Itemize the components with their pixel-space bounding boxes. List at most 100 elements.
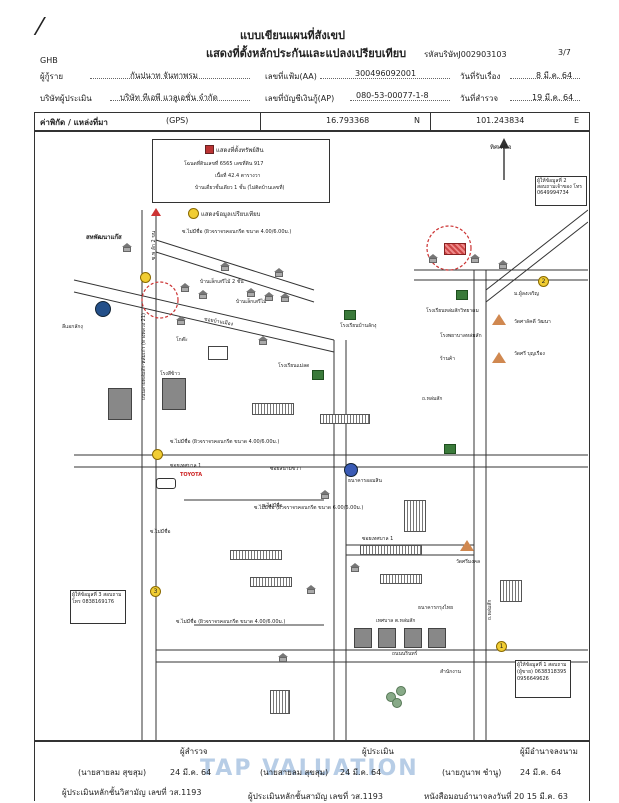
temple-icon <box>492 314 506 325</box>
legend-box <box>152 139 330 203</box>
page-number: 3/7 <box>558 48 571 57</box>
building <box>354 628 372 648</box>
sig2-name: (นายสายลม สุขสุม) <box>260 768 329 777</box>
legend-line-3: บ้านเดี่ยวชั้นเดียว 1 ชั้น (ไม่ติดบ้านเล… <box>195 185 285 191</box>
building-row <box>252 403 294 415</box>
bank-icon <box>344 463 358 477</box>
label-bank: ธนาคารออมสิน <box>348 478 382 484</box>
label-road-bottom: ถนนนรินทร์ <box>392 651 418 657</box>
company-name: บริษัท ทีเอพี แวลูเอชั่น จำกัด <box>120 93 218 102</box>
building-row <box>380 574 422 584</box>
building <box>208 346 228 360</box>
label-lomsak: ลีแอกลักงุ <box>62 324 83 330</box>
building-row <box>500 580 522 602</box>
house-icon <box>258 336 268 345</box>
house-icon <box>264 292 274 301</box>
subject-marker-icon <box>205 145 214 154</box>
house-icon <box>278 653 288 662</box>
label-road-mid-3: ซ.ไม่มีชื่อ (ผิวจราจรคอนกรีต ขนาด 4.00/6… <box>176 619 286 625</box>
label-road-mid: ซ.ไม่มีชื่อ (ผิวจราจรคอนกรีต ขนาด 4.00/6… <box>170 439 280 445</box>
sig2-date: 24 มี.ค. 64 <box>340 768 382 777</box>
receive-date: 8 มี.ค. 64 <box>536 71 573 80</box>
latitude: 16.793368 <box>326 116 370 125</box>
company-label: บริษัทผู้ประเมิน <box>40 94 92 103</box>
bank-code: GHB <box>40 56 58 65</box>
label-soi-nomai-2: ซ.ไม่มีชื่อ <box>150 529 171 535</box>
license-1: ผู้ประเมินหลักชั้นวิสามัญ เลขที่ วส.1193 <box>62 788 202 797</box>
label-bank-2: ธนาคารกรุงไทย <box>418 605 454 611</box>
building <box>404 628 422 648</box>
compare-text-2: ผู้ให้ข้อมูลที่ 2 สอบถามเจ้าของ โทร 0649… <box>537 178 582 196</box>
label-soi-nomai: ซ.ไม่มีชื่อ <box>262 503 283 509</box>
label-village-1: บ้านเล็กเสรีไม้ 2 ชั้น <box>200 279 244 285</box>
label-soi-satsanam: ซอยสนามขวา <box>270 466 301 472</box>
building-row <box>320 414 370 424</box>
coords-row <box>34 112 590 132</box>
title-line-2: แสดงที่ตั้งหลักประกันและแปลงเปรียบเทียบ <box>206 47 407 60</box>
building <box>378 628 396 648</box>
compare-info-1 <box>515 660 571 698</box>
label-sub-right: สำนักงาน <box>440 669 461 675</box>
label-hospital: โรงพยาบาลหล่มสัก <box>440 333 482 339</box>
label-school-1: โรงเรียนบ้านลักงุ <box>340 323 377 329</box>
building <box>428 628 446 648</box>
label-road-soi2: ซอยเทศบาล 1 <box>362 536 394 542</box>
house-icon <box>122 243 132 252</box>
compare-text-3: ผู้ให้ข้อมูลที่ 3 สอบถาม โทร 0838169176 <box>72 592 122 605</box>
building-row <box>250 577 292 587</box>
building-row <box>270 690 290 714</box>
building <box>162 378 186 410</box>
label-store: ร้านค้า <box>440 356 456 362</box>
building-row <box>230 550 282 560</box>
label-temple-4: วัดศรีมงคล <box>456 559 481 565</box>
building-row <box>404 500 426 532</box>
applicant-label: ผู้กู้ราย <box>40 72 64 81</box>
tree-icon <box>386 692 396 702</box>
license-2: ผู้ประเมินหลักชั้นสามัญ เลขที่ วส.1193 <box>248 792 383 801</box>
watermark: TAP VALUATION <box>200 756 419 781</box>
compare-marker-3: 3 <box>150 586 161 597</box>
legend-line-2: เนื้อที่ 42.4 ตารางวา <box>215 173 261 179</box>
compare-marker-1: 1 <box>496 641 507 652</box>
title-line-1: แบบเขียนแผนที่สังเขป <box>240 29 345 42</box>
compare-marker-2: 2 <box>538 276 549 287</box>
house-icon <box>350 563 360 572</box>
sig3-date: 24 มี.ค. 64 <box>520 768 562 777</box>
label-school-2: โรงเรียนหล่มสักวิทยาคม <box>426 308 479 314</box>
school-flag-icon <box>444 444 456 454</box>
house-icon <box>428 254 438 263</box>
legend-compare: แสดงข้อมูลเปรียบเทียบ <box>201 211 261 218</box>
applicant-name: กันปนาท จันทาพรม <box>130 71 198 80</box>
label-ketta: โกต๊ะ <box>176 337 188 343</box>
map-roads <box>73 138 588 740</box>
building-row <box>360 545 422 555</box>
license-3: หนังสือมอบอำนาจลงวันที่ 20 15 มี.ค. 63 <box>424 792 568 801</box>
road-marker <box>152 449 163 460</box>
company-code: รหัสบริษัทJ002903103 <box>424 50 507 59</box>
sig3-name: (นายภูนาพ ชำนู) <box>442 768 502 777</box>
survey-label: วันที่สำรวจ <box>460 94 499 103</box>
house-icon <box>246 288 256 297</box>
house-icon <box>498 260 508 269</box>
file-label: เลขที่แฟ้ม(AA) <box>265 72 317 81</box>
label-temple-1: ม.ผู้ลงเจริญ <box>514 291 539 297</box>
temple-icon <box>492 352 506 363</box>
longitude-dir: E <box>574 116 580 125</box>
subject-property <box>444 243 466 255</box>
coords-label: ค่าพิกัด / แหล่งที่มา <box>40 118 108 127</box>
compare-info-2 <box>535 176 587 206</box>
temple-icon <box>460 540 474 551</box>
house-icon <box>176 316 186 325</box>
house-icon <box>198 290 208 299</box>
label-tessaban: ซอยเทศบาล 1 <box>170 463 202 469</box>
school-flag-icon <box>456 290 468 300</box>
label-road-main: ถนนสายหล่มสัก-หล่มเก่า (ทางหลวง 21) <box>141 313 147 400</box>
map-frame <box>34 130 590 742</box>
house-icon <box>220 262 230 271</box>
file-number: 300496092001 <box>355 69 417 78</box>
label-school-3: โรงเรียนแม่ลด <box>278 363 310 369</box>
house-icon <box>274 268 284 277</box>
sig2-role: ผู้ประเมิน <box>362 747 394 756</box>
house-icon <box>320 490 330 499</box>
slash-mark: / <box>32 14 47 39</box>
